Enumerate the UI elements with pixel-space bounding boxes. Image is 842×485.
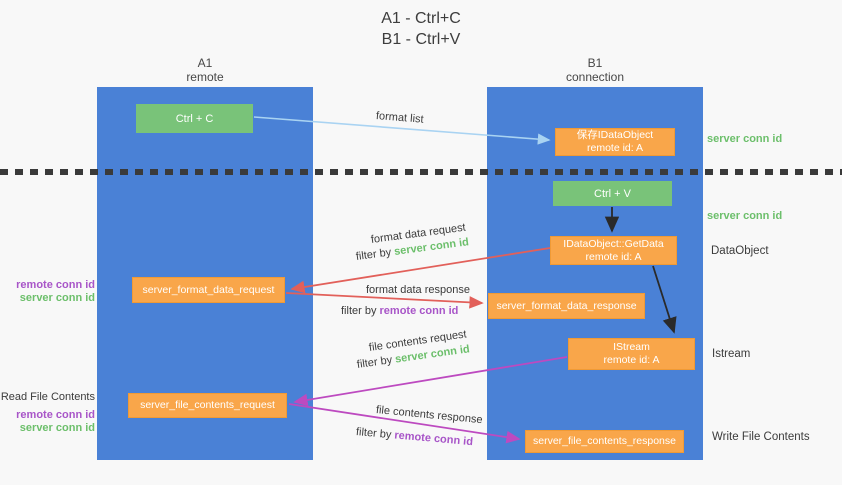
node-server-file-contents-request: server_file_contents_request	[128, 393, 287, 418]
node-format-response-label: server_format_data_response	[496, 299, 637, 312]
node-format-request-label: server_format_data_request	[142, 283, 275, 296]
filter-by-text: filter by	[341, 305, 377, 317]
remote-conn-id-text: remote conn id	[393, 429, 474, 449]
node-ctrl-c-label: Ctrl + C	[175, 112, 214, 125]
node-save-dataobject: 保存IDataObject remote id: A	[555, 128, 675, 156]
left-conn-id-block-1: remote conn id server conn id	[0, 279, 95, 305]
filter-by-text: filter by	[355, 426, 392, 442]
node-istream-line2: remote id: A	[603, 354, 660, 366]
node-file-request-label: server_file_contents_request	[140, 399, 275, 411]
server-conn-id-left-1: server conn id	[19, 292, 95, 304]
node-server-format-data-response: server_format_data_response	[488, 293, 645, 319]
remote-conn-id-left-2: remote conn id	[16, 409, 95, 421]
remote-conn-id-text: remote conn id	[379, 305, 459, 317]
node-ctrl-c: Ctrl + C	[136, 104, 253, 133]
lane-b-id: B1	[587, 56, 603, 70]
node-getdata-line1: IDataObject::GetData	[563, 237, 664, 250]
lane-b-header: B1 connection	[487, 56, 703, 84]
format-list-label: format list	[375, 110, 425, 126]
lane-a-header: A1 remote	[97, 56, 313, 84]
server-conn-id-side-label-top: server conn id	[707, 133, 783, 145]
node-ctrl-v-label: Ctrl + V	[594, 187, 631, 200]
format-data-response-label: format data response	[366, 284, 470, 296]
node-server-format-data-request: server_format_data_request	[132, 277, 285, 303]
filter-by-remote-conn-id-label-1: filter by remote conn id	[341, 305, 458, 317]
lane-a-id: A1	[197, 56, 213, 70]
node-istream: IStream remote id: A	[568, 338, 695, 370]
node-file-response-label: server_file_contents_response	[532, 435, 676, 447]
node-getdata: IDataObject::GetData remote id: A	[550, 236, 677, 265]
write-file-contents-label: Write File Contents	[712, 431, 810, 443]
remote-conn-id-left-1: remote conn id	[16, 279, 95, 291]
lane-b-name: connection	[565, 70, 625, 84]
server-conn-id-side-label-mid: server conn id	[707, 210, 783, 222]
left-conn-id-block-2: remote conn id server conn id	[0, 409, 95, 435]
server-conn-id-left-2: server conn id	[19, 422, 95, 434]
filter-by-remote-conn-id-label-2: filter by remote conn id	[355, 426, 473, 448]
file-contents-response-label: file contents response	[375, 404, 484, 427]
title-line-2: B1 - Ctrl+V	[381, 31, 461, 48]
filter-by-text: filter by	[356, 354, 393, 371]
node-ctrl-v: Ctrl + V	[553, 181, 672, 206]
diagram-title: A1 - Ctrl+C B1 - Ctrl+V	[0, 8, 842, 50]
node-save-dataobject-line1: 保存IDataObject	[576, 129, 654, 141]
node-save-dataobject-line2: remote id: A	[586, 142, 644, 154]
node-server-file-contents-response: server_file_contents_response	[525, 430, 684, 453]
filter-by-text: filter by	[355, 246, 392, 263]
node-getdata-line2: remote id: A	[585, 250, 642, 263]
title-line-1: A1 - Ctrl+C	[381, 10, 461, 27]
istream-side-label: Istream	[712, 348, 751, 360]
node-istream-line1: IStream	[613, 341, 650, 353]
lane-a-name: remote	[186, 70, 224, 84]
dotted-separator-line	[0, 169, 842, 175]
read-file-contents-label: Read File Contents	[0, 391, 95, 403]
dataobject-side-label: DataObject	[711, 245, 769, 257]
